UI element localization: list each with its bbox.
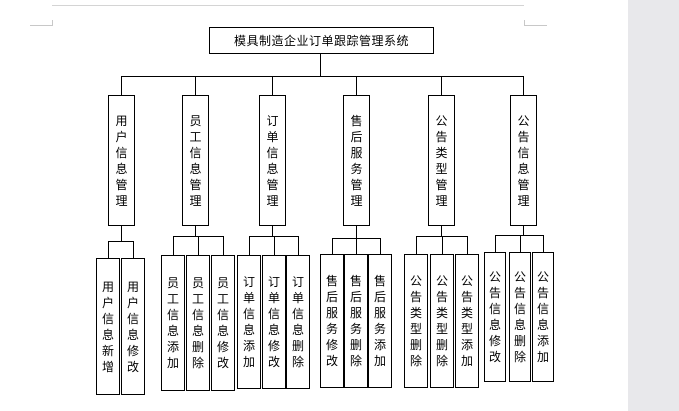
module-5-child-bus [495, 235, 544, 236]
module-box-3-label: 售后服务管理 [350, 113, 363, 208]
module-3-child-connector-0 [332, 238, 333, 254]
function-box-5-0-label: 公告信息修改 [488, 270, 501, 364]
page-top-border [52, 5, 524, 6]
function-box-4-1: 公告类型删除 [430, 254, 454, 388]
module-4-child-connector-2 [467, 236, 468, 254]
module-3-child-connector-2 [380, 238, 381, 254]
module-connector-0 [121, 76, 122, 95]
module-1-down-connector [195, 226, 196, 236]
module-2-child-connector-2 [298, 236, 299, 255]
module-1-child-connector-0 [173, 236, 174, 255]
module-5-child-connector-0 [495, 235, 496, 252]
function-box-4-1-label: 公告类型删除 [435, 274, 448, 368]
module-2-child-connector-1 [274, 236, 275, 255]
page-corner-mark-left [30, 20, 53, 26]
page-corner-mark-right [524, 20, 547, 26]
module-box-3: 售后服务管理 [343, 95, 370, 226]
title-connector [320, 54, 321, 76]
function-box-0-1: 用户信息修改 [121, 258, 145, 395]
module-2-down-connector [272, 226, 273, 236]
function-box-4-2: 公告类型添加 [455, 254, 479, 388]
function-box-4-2-label: 公告类型添加 [460, 274, 473, 368]
function-box-2-2-label: 订单信息删除 [291, 275, 304, 369]
module-0-child-connector-1 [133, 241, 134, 258]
function-box-1-0-label: 员工信息添加 [166, 276, 179, 370]
module-connector-5 [523, 76, 524, 95]
module-connector-1 [195, 76, 196, 95]
module-box-1: 员工信息管理 [182, 95, 209, 226]
module-box-5: 公告信息管理 [510, 95, 537, 226]
function-box-3-0-label: 售后服务修改 [325, 274, 338, 368]
module-box-0-label: 用户信息管理 [115, 113, 128, 208]
function-box-1-0: 员工信息添加 [161, 255, 185, 391]
function-box-3-2: 售后服务添加 [368, 254, 392, 388]
window-side-panel [628, 0, 679, 411]
function-box-4-0-label: 公告类型删除 [409, 274, 422, 368]
function-box-2-0-label: 订单信息添加 [242, 275, 255, 369]
module-3-child-connector-1 [356, 238, 357, 254]
module-box-4: 公告类型管理 [428, 95, 455, 226]
system-title: 模具制造企业订单跟踪管理系统 [233, 34, 409, 48]
function-box-4-0: 公告类型删除 [404, 254, 428, 388]
function-box-5-2-label: 公告信息添加 [536, 270, 549, 364]
module-box-2: 订单信息管理 [259, 95, 286, 226]
document-page: 模具制造企业订单跟踪管理系统 用户信息管理员工信息管理订单信息管理售后服务管理公… [30, 5, 554, 395]
module-5-child-connector-1 [520, 235, 521, 252]
function-box-2-1-label: 订单信息修改 [267, 275, 280, 369]
module-bus-line [121, 76, 524, 77]
function-box-1-1: 员工信息删除 [186, 255, 210, 391]
module-4-child-connector-1 [442, 236, 443, 254]
function-box-1-2: 员工信息修改 [211, 255, 235, 391]
module-4-child-connector-0 [416, 236, 417, 254]
module-5-child-connector-2 [543, 235, 544, 252]
function-box-2-1: 订单信息修改 [262, 255, 286, 389]
function-box-5-0: 公告信息修改 [484, 252, 506, 382]
function-box-5-2: 公告信息添加 [532, 252, 554, 382]
function-box-0-0-label: 用户信息新增 [101, 279, 114, 374]
module-1-child-connector-2 [223, 236, 224, 255]
module-connector-3 [356, 76, 357, 95]
module-connector-2 [272, 76, 273, 95]
module-0-down-connector [121, 226, 122, 241]
module-3-down-connector [356, 226, 357, 238]
function-box-0-1-label: 用户信息修改 [126, 279, 139, 374]
function-box-2-0: 订单信息添加 [237, 255, 261, 389]
function-box-3-1: 售后服务删除 [344, 254, 368, 388]
module-box-0: 用户信息管理 [108, 95, 135, 226]
module-2-child-connector-0 [249, 236, 250, 255]
module-connector-4 [441, 76, 442, 95]
module-box-1-label: 员工信息管理 [189, 113, 202, 208]
module-4-down-connector [441, 226, 442, 236]
function-box-2-2: 订单信息删除 [286, 255, 310, 389]
module-0-child-bus [108, 241, 134, 242]
module-0-child-connector-0 [108, 241, 109, 258]
function-box-5-1-label: 公告信息删除 [513, 270, 526, 364]
system-title-box: 模具制造企业订单跟踪管理系统 [209, 27, 434, 54]
module-box-5-label: 公告信息管理 [517, 113, 530, 208]
module-1-child-connector-1 [198, 236, 199, 255]
function-box-5-1: 公告信息删除 [509, 252, 531, 382]
module-5-down-connector [523, 226, 524, 235]
module-box-2-label: 订单信息管理 [266, 113, 279, 208]
module-box-4-label: 公告类型管理 [435, 113, 448, 208]
function-box-1-1-label: 员工信息删除 [191, 276, 204, 370]
function-box-1-2-label: 员工信息修改 [216, 276, 229, 370]
function-box-3-2-label: 售后服务添加 [373, 274, 386, 368]
function-box-0-0: 用户信息新增 [96, 258, 120, 395]
function-box-3-1-label: 售后服务删除 [349, 274, 362, 368]
function-box-3-0: 售后服务修改 [320, 254, 344, 388]
